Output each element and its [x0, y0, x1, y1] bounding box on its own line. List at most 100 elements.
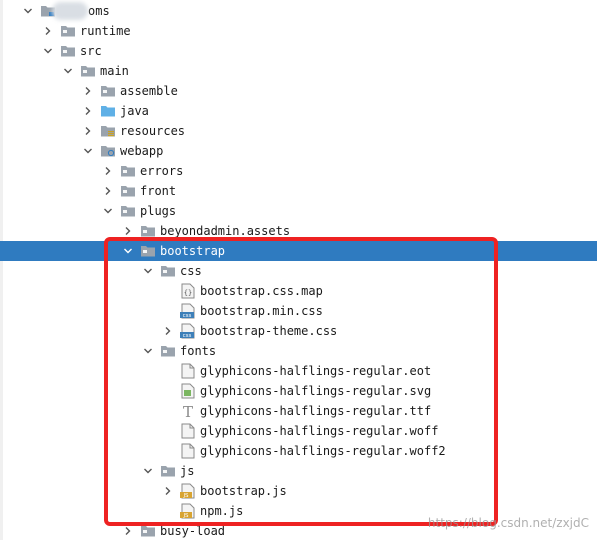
- folder-icon: [80, 61, 96, 81]
- chevron-right-icon[interactable]: [80, 101, 96, 121]
- chevron-down-icon[interactable]: [140, 461, 156, 481]
- tree-item-resources[interactable]: resources: [0, 121, 597, 141]
- chevron-down-icon[interactable]: [100, 201, 116, 221]
- redacted-name-blur: [52, 2, 88, 20]
- tree-item-label: front: [140, 184, 177, 198]
- chevron-down-icon[interactable]: [80, 141, 96, 161]
- svg-file-icon: [180, 381, 196, 401]
- svg-text:{}: {}: [184, 289, 192, 297]
- tree-item-glyphicons-woff[interactable]: glyphicons-halflings-regular.woff: [0, 421, 597, 441]
- tree-item-label: bootstrap-theme.css: [200, 324, 338, 338]
- tree-item-label: resources: [120, 124, 186, 138]
- tree-item-label: glyphicons-halflings-regular.woff: [200, 424, 439, 438]
- tree-item-label: js: [180, 464, 195, 478]
- generic-file-icon: [180, 421, 196, 441]
- font-file-icon: T: [180, 401, 196, 421]
- tree-item-oms[interactable]: oms: [0, 1, 597, 21]
- chevron-down-icon[interactable]: [120, 241, 136, 261]
- tree-item-main[interactable]: main: [0, 61, 597, 81]
- css-file-icon: css: [180, 301, 196, 321]
- tree-item-errors[interactable]: errors: [0, 161, 597, 181]
- generic-file-icon: [180, 361, 196, 381]
- tree-item-webapp[interactable]: webapp: [0, 141, 597, 161]
- tree-item-label: glyphicons-halflings-regular.woff2: [200, 444, 446, 458]
- tree-item-label: glyphicons-halflings-regular.ttf: [200, 404, 432, 418]
- tree-item-src[interactable]: src: [0, 41, 597, 61]
- tree-item-css[interactable]: css: [0, 261, 597, 281]
- generic-file-icon: [180, 441, 196, 461]
- tree-item-label: busy-load: [160, 524, 226, 538]
- tree-item-label: glyphicons-halflings-regular.eot: [200, 364, 432, 378]
- chevron-right-icon[interactable]: [160, 481, 176, 501]
- tree-item-front[interactable]: front: [0, 181, 597, 201]
- tree-item-busy-load[interactable]: busy-load: [0, 521, 597, 540]
- folder-icon: [140, 521, 156, 540]
- svg-text:css: css: [183, 313, 192, 319]
- resources-folder-icon: [100, 121, 116, 141]
- tree-item-label: oms: [88, 4, 110, 18]
- tree-item-js[interactable]: js: [0, 461, 597, 481]
- source-folder-icon: [100, 101, 116, 121]
- chevron-right-icon[interactable]: [100, 161, 116, 181]
- tree-item-fonts[interactable]: fonts: [0, 341, 597, 361]
- tree-item-label: src: [80, 44, 102, 58]
- chevron-down-icon[interactable]: [20, 1, 36, 21]
- web-folder-icon: [100, 141, 116, 161]
- folder-icon: [120, 181, 136, 201]
- tree-item-label: webapp: [120, 144, 164, 158]
- folder-icon: [100, 81, 116, 101]
- tree-item-runtime[interactable]: runtime: [0, 21, 597, 41]
- tree-item-label: css: [180, 264, 202, 278]
- css-file-icon: css: [180, 321, 196, 341]
- tree-item-label: npm.js: [200, 504, 244, 518]
- folder-icon: [160, 261, 176, 281]
- chevron-right-icon[interactable]: [100, 181, 116, 201]
- tree-item-label: assemble: [120, 84, 178, 98]
- folder-icon: [140, 241, 156, 261]
- tree-item-label: glyphicons-halflings-regular.svg: [200, 384, 432, 398]
- tree-item-npm-js[interactable]: JS npm.js: [0, 501, 597, 521]
- folder-icon: [160, 461, 176, 481]
- tree-item-bootstrap[interactable]: bootstrap: [0, 241, 597, 261]
- folder-icon: [120, 201, 136, 221]
- chevron-right-icon[interactable]: [120, 521, 136, 540]
- chevron-right-icon[interactable]: [80, 81, 96, 101]
- tree-item-label: beyondadmin.assets: [160, 224, 291, 238]
- chevron-down-icon[interactable]: [140, 261, 156, 281]
- js-file-icon: JS: [180, 481, 196, 501]
- chevron-right-icon[interactable]: [160, 321, 176, 341]
- module-folder-icon: [40, 1, 56, 21]
- tree-item-label: plugs: [140, 204, 177, 218]
- folder-icon: [60, 21, 76, 41]
- tree-item-label: runtime: [80, 24, 131, 38]
- svg-text:JS: JS: [182, 513, 189, 519]
- chevron-right-icon[interactable]: [80, 121, 96, 141]
- tree-item-label: fonts: [180, 344, 217, 358]
- tree-item-java[interactable]: java: [0, 101, 597, 121]
- map-file-icon: {}: [180, 281, 196, 301]
- tree-item-assemble[interactable]: assemble: [0, 81, 597, 101]
- tree-item-glyphicons-woff2[interactable]: glyphicons-halflings-regular.woff2: [0, 441, 597, 461]
- chevron-right-icon[interactable]: [40, 21, 56, 41]
- tree-item-glyphicons-eot[interactable]: glyphicons-halflings-regular.eot: [0, 361, 597, 381]
- tree-item-glyphicons-svg[interactable]: glyphicons-halflings-regular.svg: [0, 381, 597, 401]
- folder-icon: [160, 341, 176, 361]
- js-file-icon: JS: [180, 501, 196, 521]
- tree-item-label: java: [120, 104, 149, 118]
- chevron-right-icon[interactable]: [120, 221, 136, 241]
- chevron-down-icon[interactable]: [40, 41, 56, 61]
- tree-item-bootstrap-css-map[interactable]: {}bootstrap.css.map: [0, 281, 597, 301]
- folder-icon: [140, 221, 156, 241]
- svg-text:css: css: [183, 333, 192, 339]
- chevron-down-icon[interactable]: [140, 341, 156, 361]
- tree-item-bootstrap-theme-css[interactable]: css bootstrap-theme.css: [0, 321, 597, 341]
- svg-text:JS: JS: [182, 493, 189, 499]
- chevron-down-icon[interactable]: [60, 61, 76, 81]
- tree-item-beyondadmin-assets[interactable]: beyondadmin.assets: [0, 221, 597, 241]
- folder-icon: [60, 41, 76, 61]
- tree-item-plugs[interactable]: plugs: [0, 201, 597, 221]
